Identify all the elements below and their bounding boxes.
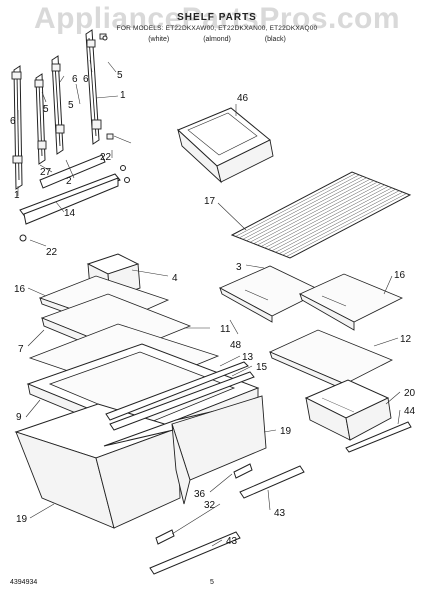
callout-5: 5 — [117, 70, 123, 81]
shelf-rail-left — [11, 65, 23, 190]
wire-rod — [250, 178, 371, 243]
wire-rod — [246, 177, 367, 241]
callout-43: 43 — [274, 508, 286, 519]
wire-rod — [282, 191, 403, 256]
callout-46: 46 — [237, 93, 249, 104]
rail-13 — [105, 361, 249, 421]
callout-43: 43 — [226, 536, 238, 547]
callout-15: 15 — [256, 362, 268, 373]
callout-3: 3 — [236, 262, 242, 273]
rail-15 — [109, 371, 255, 431]
callout-labels: 46 1 6 5 6 5 6 5 22 27 2 1 14 22 17 3 16… — [10, 70, 416, 547]
callout-48: 48 — [230, 340, 242, 351]
color-black: (black) — [264, 36, 286, 43]
callout-27: 27 — [40, 167, 52, 178]
callout-1: 1 — [120, 90, 126, 101]
callout-5: 5 — [68, 100, 74, 111]
wire-rod — [239, 174, 360, 239]
callout-2: 2 — [66, 176, 72, 187]
callout-6: 6 — [72, 74, 78, 85]
callout-6: 6 — [83, 74, 89, 85]
wire-rod — [279, 190, 400, 254]
callout-6: 6 — [10, 116, 16, 127]
color-white: (white) — [148, 36, 170, 43]
callout-19: 19 — [16, 514, 28, 525]
trim-strip-44 — [345, 421, 412, 453]
leader-lines — [17, 59, 401, 547]
wire-rod — [253, 180, 374, 244]
callout-22: 22 — [46, 247, 58, 258]
wire-rod — [242, 176, 363, 240]
callout-44: 44 — [404, 406, 416, 417]
color-variants: (white) (almond) (black) — [0, 36, 434, 43]
wire-rod — [235, 173, 356, 237]
drawer-handles — [155, 463, 253, 545]
callout-4: 4 — [172, 273, 178, 284]
screws — [19, 35, 130, 242]
callout-1: 1 — [14, 190, 20, 201]
crisper-drawer-right — [103, 395, 267, 505]
callout-36: 36 — [194, 489, 206, 500]
wire-rod — [257, 181, 378, 246]
wire-rod — [264, 184, 385, 249]
wire-rod — [286, 193, 407, 257]
shelf-rail-third — [51, 55, 65, 155]
callout-13: 13 — [242, 352, 254, 363]
callout-17: 17 — [204, 196, 216, 207]
crisper-drawer-small — [304, 379, 392, 441]
glass-shelf-right-lower — [269, 329, 393, 391]
page-number: 5 — [210, 579, 214, 586]
callout-22: 22 — [100, 152, 112, 163]
callout-12: 12 — [400, 334, 412, 345]
document-number: 4394934 — [10, 579, 38, 586]
shelf-rail-right — [85, 29, 114, 145]
wire-rod — [268, 186, 389, 250]
crisper-drawer-left — [14, 403, 181, 529]
page-title: SHELF PARTS — [177, 12, 257, 23]
wire-rod — [260, 183, 382, 247]
callout-32: 32 — [204, 500, 216, 511]
crisper-bin-46 — [177, 107, 274, 184]
callout-20: 20 — [404, 388, 416, 399]
wire-shelf — [230, 171, 412, 259]
callout-11: 11 — [220, 324, 231, 335]
model-numbers: FOR MODELS: ET22DKXAW00, ET22DKXAN00, ET… — [116, 25, 318, 32]
callout-9: 9 — [16, 412, 22, 423]
shelf-rail-second — [34, 73, 47, 165]
glass-shelf-right-upper — [219, 265, 403, 331]
callout-14: 14 — [64, 208, 76, 219]
color-almond: (almond) — [203, 36, 231, 43]
callout-5: 5 — [43, 104, 49, 115]
wire-rod — [275, 189, 396, 253]
callout-16: 16 — [14, 284, 26, 295]
wire-rod — [271, 187, 392, 252]
cross-rail-bracket — [19, 154, 121, 225]
callout-19: 19 — [280, 426, 292, 437]
callout-16: 16 — [394, 270, 406, 281]
callout-7: 7 — [18, 344, 24, 355]
